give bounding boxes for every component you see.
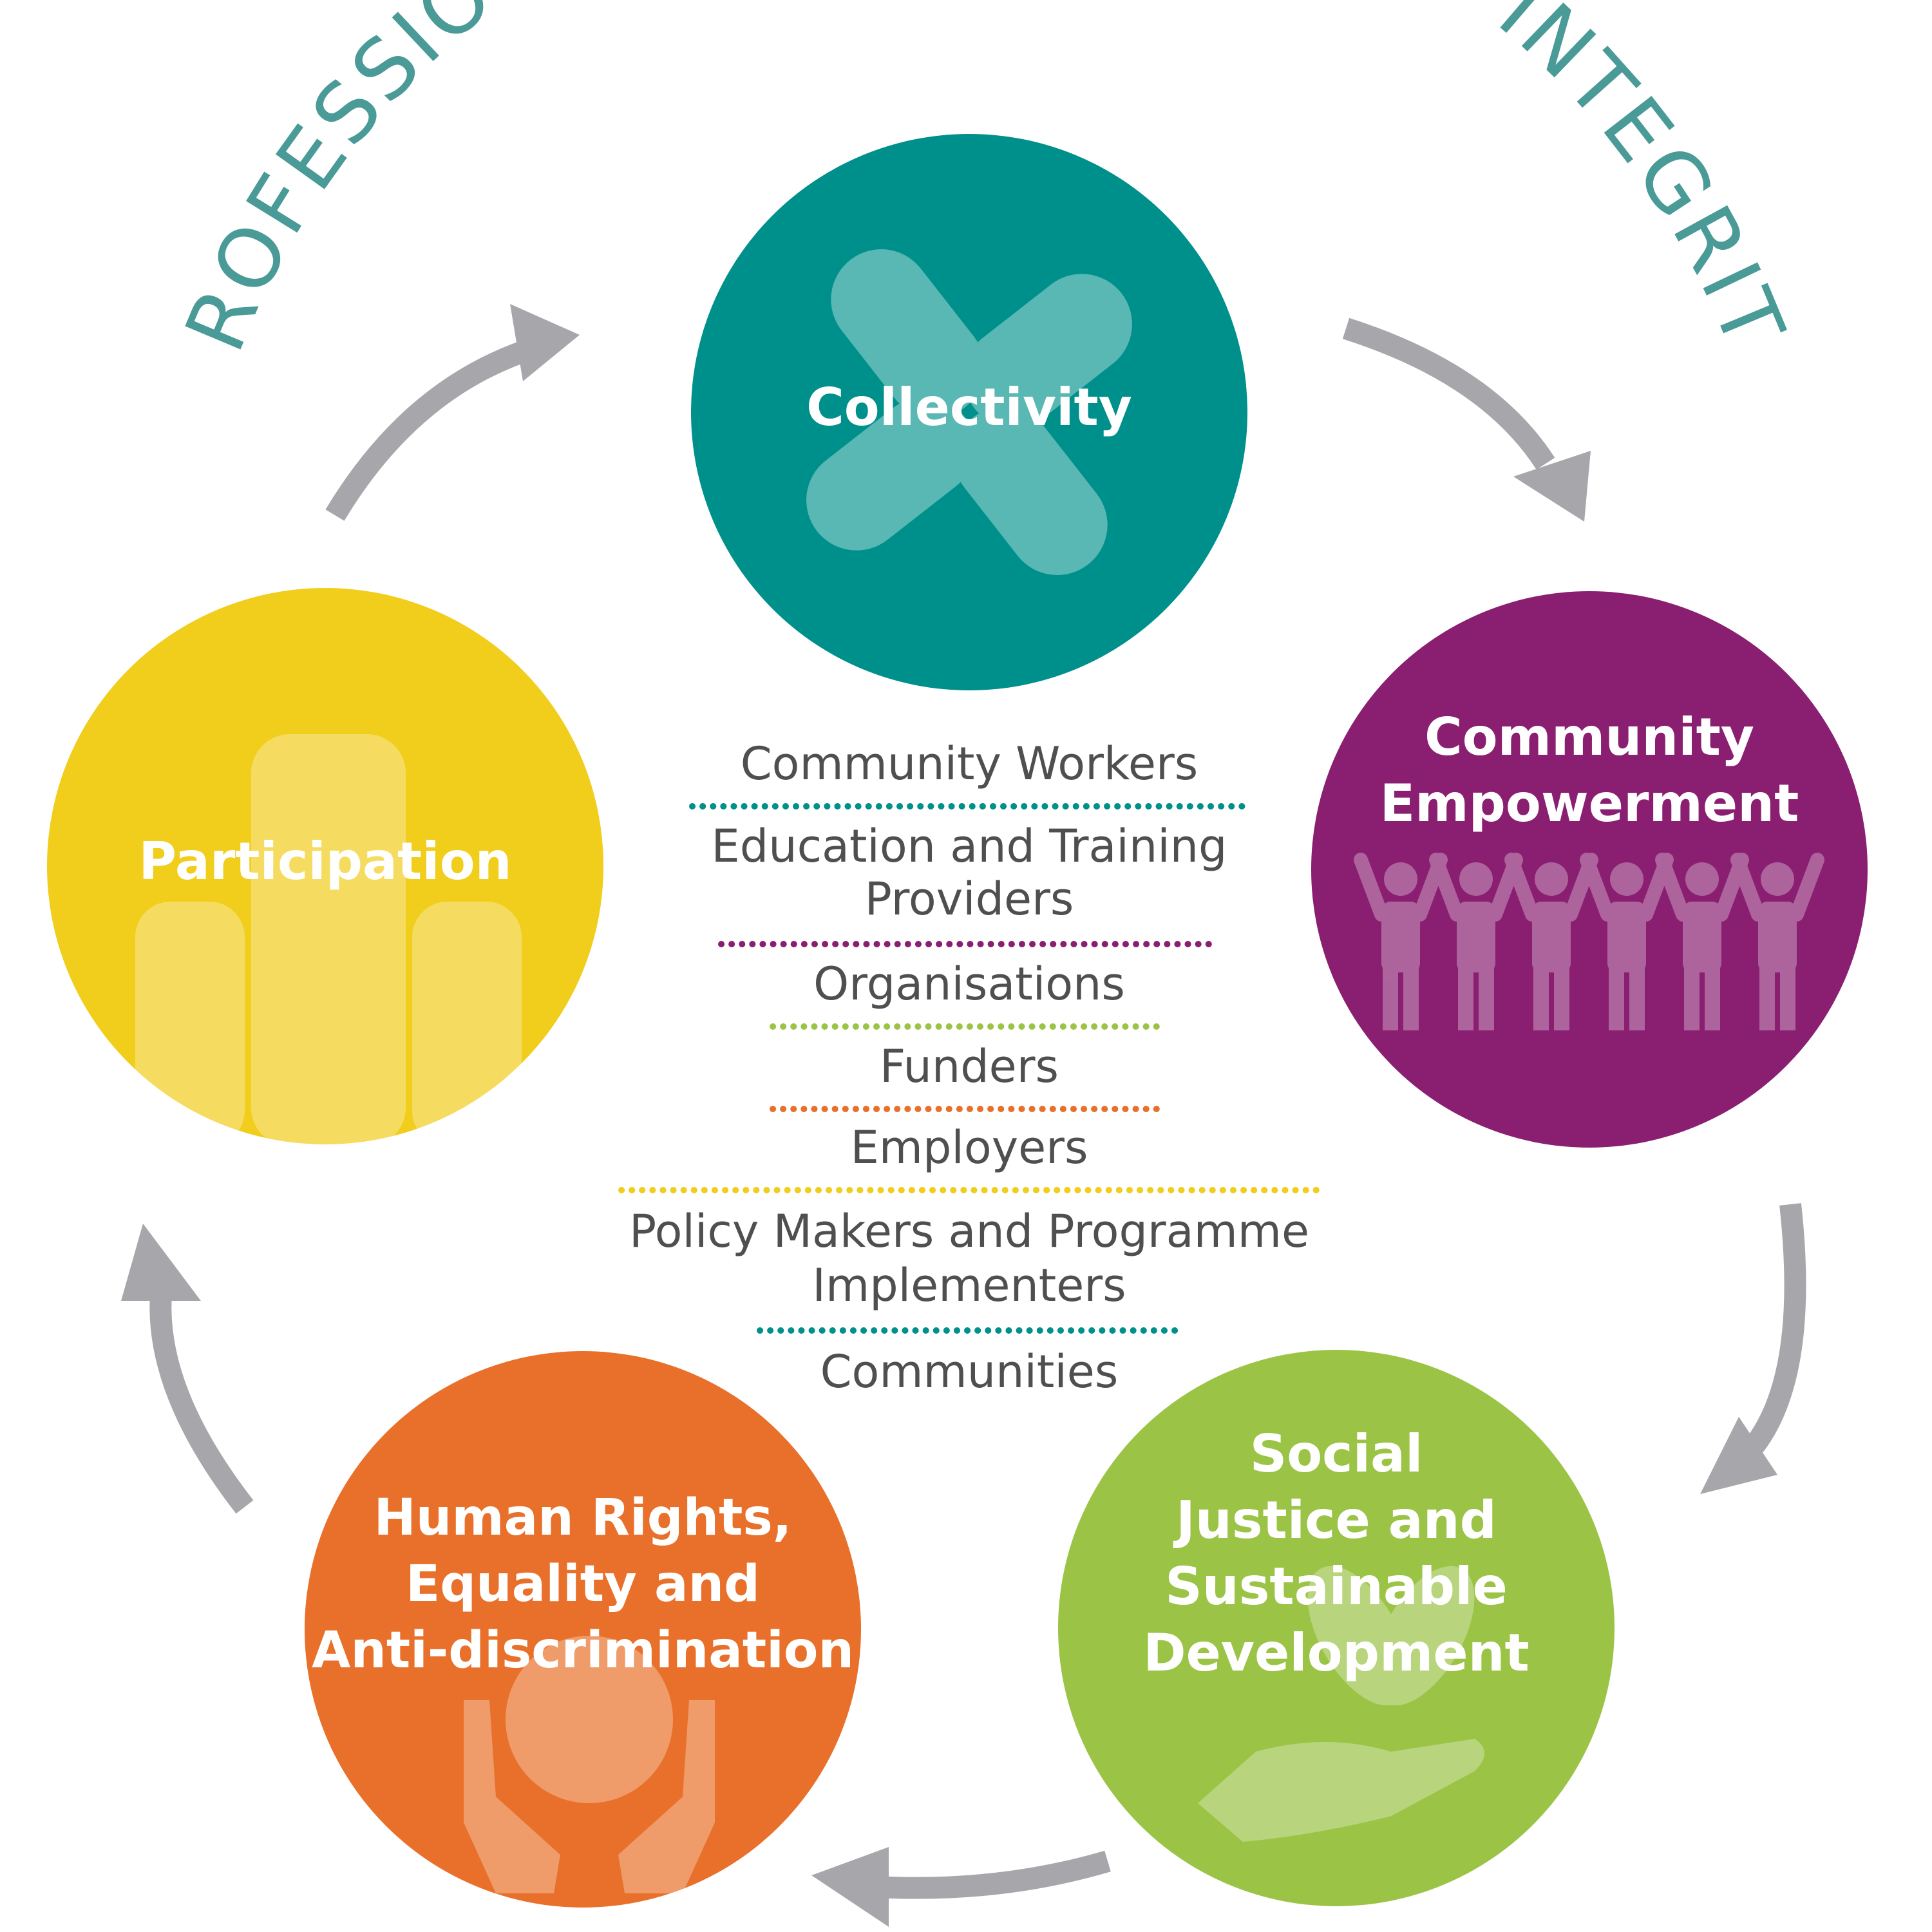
stakeholder-policy-makers-line-1: Policy Makers and Programme xyxy=(629,1205,1309,1258)
social-justice-circle xyxy=(1058,1350,1615,1906)
arrow-social-justice-to-human-rights xyxy=(811,1847,1111,1927)
community-empowerment-label-line-2: Empowerment xyxy=(1380,773,1799,833)
stakeholder-employers: Employers xyxy=(851,1121,1088,1174)
principle-community-empowerment: Community Empowerment xyxy=(1311,591,1868,1148)
principle-human-rights: Human Rights, Equality and Anti-discrimi… xyxy=(305,1351,861,1908)
principle-participation: Participation xyxy=(47,588,603,1146)
community-empowerment-label-line-1: Community xyxy=(1425,707,1754,767)
human-rights-circle xyxy=(305,1351,861,1908)
person-figure xyxy=(1354,853,1448,1030)
social-justice-label-line-1: Social xyxy=(1250,1424,1423,1484)
principle-collectivity: Collectivity xyxy=(691,134,1247,690)
raised-hands-icon xyxy=(135,734,522,1146)
person-figure xyxy=(1730,853,1824,1030)
stakeholder-policy-makers-line-2: Implementers xyxy=(812,1259,1126,1312)
person-figure xyxy=(1580,853,1674,1030)
people-raising-hands-icon xyxy=(1354,853,1824,1030)
social-justice-label-line-3: Sustainable xyxy=(1165,1557,1508,1616)
stakeholder-education-training-line-2: Providers xyxy=(865,873,1074,925)
stakeholder-list: Community Workers Education and Training… xyxy=(618,737,1320,1398)
human-rights-label-line-3: Anti-discrimination xyxy=(312,1622,854,1680)
person-figure xyxy=(1655,853,1749,1030)
arrow-human-rights-to-participation xyxy=(121,1224,254,1514)
hand-holding-leaves-icon xyxy=(1198,1566,1484,1842)
collectivity-label: Collectivity xyxy=(806,377,1132,437)
community-empowerment-circle xyxy=(1311,591,1868,1148)
hands-holding-globe-icon xyxy=(464,1636,715,1893)
arrow-participation-to-collectivity xyxy=(325,304,580,521)
participation-label: Participation xyxy=(138,831,511,891)
collectivity-circle xyxy=(691,134,1247,690)
stakeholder-funders: Funders xyxy=(880,1040,1059,1093)
social-justice-label-line-2: Justice and xyxy=(1173,1490,1497,1550)
person-figure xyxy=(1429,853,1523,1030)
participation-circle xyxy=(47,588,603,1144)
human-rights-label-line-1: Human Rights, xyxy=(374,1489,792,1547)
human-rights-label-line-2: Equality and xyxy=(406,1555,760,1613)
stakeholder-community-workers: Community Workers xyxy=(741,737,1198,790)
principle-social-justice: Social Justice and Sustainable Developme… xyxy=(1058,1350,1615,1906)
stakeholder-education-training-line-1: Education and Training xyxy=(712,820,1227,873)
social-justice-label-line-4: Development xyxy=(1143,1623,1530,1683)
joined-hands-icon xyxy=(806,249,1132,575)
stakeholder-communities: Communities xyxy=(820,1345,1119,1398)
cycle-arrows xyxy=(121,304,1806,1927)
person-figure xyxy=(1504,853,1598,1030)
arrow-empowerment-to-social-justice xyxy=(1700,1203,1806,1494)
stakeholder-organisations: Organisations xyxy=(813,958,1125,1010)
arrow-collectivity-to-empowerment xyxy=(1342,317,1591,522)
